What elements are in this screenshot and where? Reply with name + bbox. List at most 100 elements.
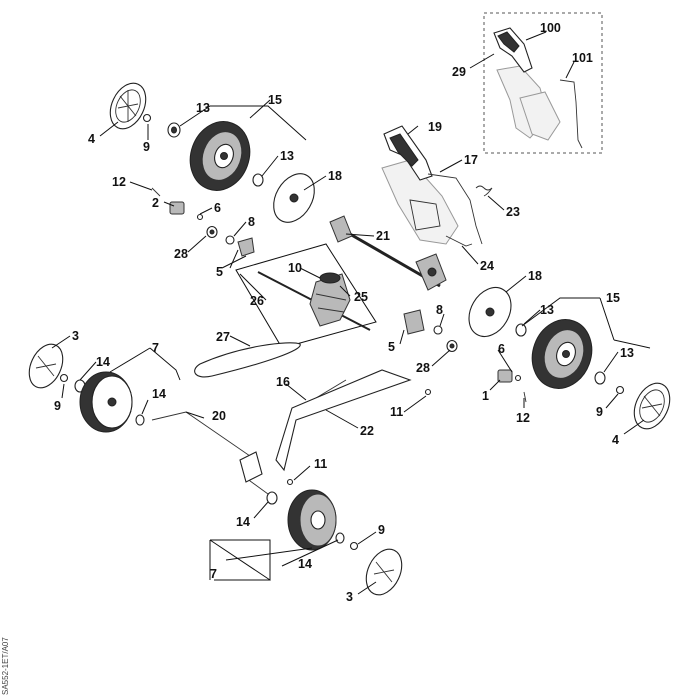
callout-13-upper-right: 13 [280,149,294,163]
callout-9-upper: 9 [143,140,150,154]
callout-19: 19 [428,120,442,134]
nut-9-front-left [59,373,69,383]
callout-16: 16 [276,375,290,389]
bushing-14-front-left-inner [135,414,145,426]
callout-7-upper: 7 [152,341,159,355]
callout-4-lower: 4 [612,433,619,447]
inset-detail-box [483,12,603,154]
wheel-7-front-left [79,371,133,433]
callout-14-front-left: 14 [152,387,166,401]
gear-cover-18-lower [468,287,512,337]
callout-18-lower: 18 [528,269,542,283]
callout-1: 1 [482,389,489,403]
callout-3-lower: 3 [346,590,353,604]
callout-2: 2 [152,196,159,210]
nut-9-right [615,385,625,395]
callout-3-upper: 3 [72,329,79,343]
callout-7-lower: 7 [210,567,217,581]
callout-9-right: 9 [596,405,603,419]
gearbox-cover-19 [381,125,459,245]
washer-8-lower [433,325,443,335]
hubcap-4-lower [633,382,671,430]
spring-17 [427,173,483,245]
callout-6-lower: 6 [498,342,505,356]
callout-13-upper-left: 13 [196,101,210,115]
hubcap-3-lower [365,548,403,596]
drive-wheel-15-upper [189,121,251,191]
bolt-11-upper [424,388,432,396]
washer-8-upper [225,235,235,245]
pin-12-upper [151,187,161,197]
callout-101: 101 [572,51,593,65]
callout-6-upper: 6 [214,201,221,215]
callout-18-upper: 18 [328,169,342,183]
bushing-13-lower-left [515,323,527,337]
pawl-5-upper [237,237,255,257]
callout-23: 23 [506,205,520,219]
callout-9-front-left: 9 [54,399,61,413]
spacer-28-lower [446,339,458,353]
callout-20: 20 [212,409,226,423]
callout-22: 22 [360,424,374,438]
callout-21: 21 [376,229,390,243]
spacer-28-upper [206,225,218,239]
drawing-code: SA552-1ET/A07 [1,637,10,695]
pawl-5-lower [403,309,425,335]
hubcap-3-upper [28,343,64,389]
callout-28-lower: 28 [416,361,430,375]
callout-28-upper: 28 [174,247,188,261]
callout-15-upper: 15 [268,93,282,107]
drive-wheel-15-lower [531,319,593,389]
callout-8-lower: 8 [436,303,443,317]
callout-24: 24 [480,259,494,273]
pinion-2-upper [169,201,185,215]
callout-13-lower-left: 13 [540,303,554,317]
leader-lines [51,31,651,595]
hubcap-4-upper [109,82,147,130]
bushing-13-upper-right [252,173,264,187]
callout-14-rear-right: 14 [298,557,312,571]
transmission-group-26 [235,243,377,349]
callout-26: 26 [250,294,264,308]
callout-14-rear-left: 14 [236,515,250,529]
bushing-14-rear-inner [335,532,345,544]
callout-9-rear: 9 [378,523,385,537]
bushing-13-lower-right [594,371,606,385]
callout-27: 27 [216,330,230,344]
callout-14-upper: 14 [96,355,110,369]
drive-belt-27 [194,342,301,378]
callout-13-lower-right: 13 [620,346,634,360]
callout-8-upper: 8 [248,215,255,229]
callout-17: 17 [464,153,478,167]
callout-11-lower: 11 [314,457,327,471]
cable-rod-24 [445,235,473,247]
callout-29: 29 [452,65,466,79]
callout-labels: 100 101 29 4 9 13 15 13 19 17 12 18 23 6… [54,21,634,604]
callout-4-upper: 4 [88,132,95,146]
nut-9-rear [349,541,359,551]
washer-6-lower [514,374,522,382]
callout-11-upper: 11 [390,405,403,419]
pinion-1 [497,369,513,383]
bolt-11-lower [286,478,294,486]
callout-10: 10 [288,261,302,275]
callout-5-lower: 5 [388,340,395,354]
torsion-spring-23 [475,185,493,197]
callout-12-lower: 12 [516,411,530,425]
lower-handle-22 [275,369,412,472]
callout-15-lower: 15 [606,291,620,305]
callout-5-upper: 5 [216,265,223,279]
bushing-13-upper-left [167,122,181,138]
callout-100: 100 [540,21,561,35]
pin-12-lower [523,391,527,403]
wheel-7-rear [287,489,337,551]
front-axle-20 [151,411,269,495]
callout-12-upper: 12 [112,175,126,189]
callout-25: 25 [354,290,368,304]
drive-shaft-21 [329,215,447,291]
nut-9-upper [142,113,152,123]
washer-6-upper [196,213,204,221]
bushing-14-rear-outer [266,491,278,505]
gear-cover-18-upper [273,173,315,223]
